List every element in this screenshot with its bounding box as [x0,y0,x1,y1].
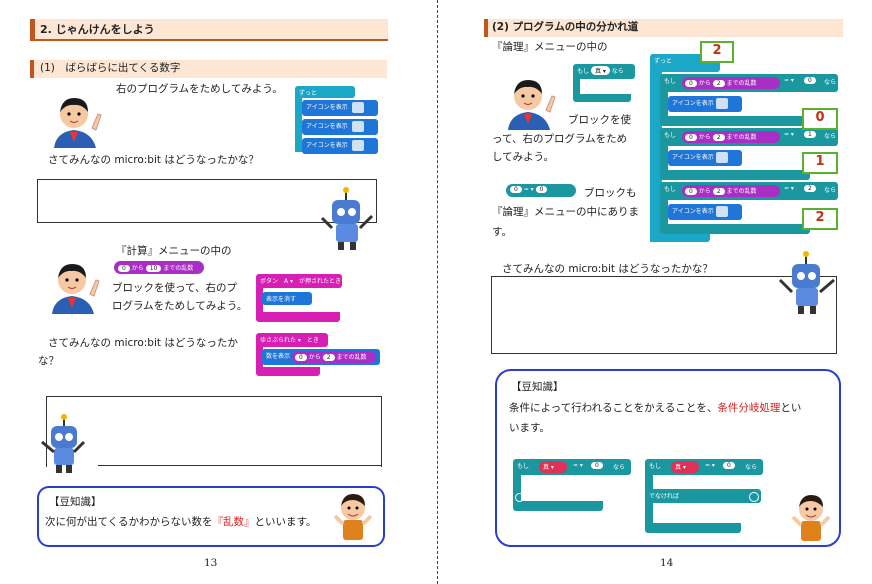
add-icon[interactable] [515,493,524,502]
tip-title-left: 【豆知識】 [49,496,102,508]
tip-box-right: 【豆知識】 条件によって行われることをかえることを、条件分岐処理とい います。 … [495,369,841,547]
shake-block: ゆさぶられた ▾ とき [256,333,328,347]
forever-block: ずっと [295,86,355,98]
program-shake: ゆさぶられた ▾ とき 数を表示 0 から 2 までの乱数 [256,333,380,377]
subsection-1-bar: (1) ばらばらに出てくる数字 [30,60,387,78]
use-line-2: って、右のプログラムをため [492,133,628,145]
random-block: 0 から 10 までの乱数 [114,261,204,274]
robot-illustration-2 [36,414,88,476]
clear-block: 表示を消す [262,292,312,305]
program-if-random: ずっと もし 0 から 2 までの乱数 = ▾ 0 なら アイコンを表示 もし … [650,54,840,244]
if-true-block: もし 真 ▾ なら [573,64,635,79]
page-number-13: 13 [204,557,218,569]
answer-box-3[interactable] [491,276,837,354]
subsection-2-title: (2) プログラムの中の分かれ道 [492,21,639,33]
teacher-illustration [46,92,110,148]
tip-box-left: 【豆知識】 次に何が出てくるかわからない数を『乱数』といいます。 [37,486,385,547]
also-line-1: ブロックも [584,187,637,199]
remove-icon[interactable] [749,492,759,502]
calc-line-3: ログラムをためしてみよう。 [112,300,248,312]
if-else-example: もし 真 ▾ = ▾ 0 なら でなければ [645,459,765,533]
show-icon-block-2: アイコンを表示 [302,119,378,135]
girl-illustration-2 [789,491,833,543]
teacher-illustration-2 [44,258,108,314]
show-icon-right-2: アイコンを表示 [668,150,742,166]
answer-box-1[interactable] [37,179,377,223]
question-3: さてみんなの micro:bit はどうなったかな？ [502,263,713,275]
if-block-sample: もし 真 ▾ なら [573,64,635,102]
show-icon-right-3: アイコンを表示 [668,204,742,220]
calc-line-1: 『計算』メニューの中の [116,245,232,257]
callout-2: 0 [802,108,838,130]
also-line-3: す。 [492,226,512,238]
question-2-line-1: さてみんなの micro:bit はどうなったか [48,337,238,349]
show-icon-block-3: アイコンを表示 [302,138,378,154]
answer-box-2[interactable] [46,396,382,467]
button-a-block: ボタン A ▾ が押されたとき [256,274,342,288]
subsection-1-title: (1) ばらばらに出てくる数字 [40,62,181,74]
section-title: 2. じゃんけんをしよう [40,23,155,36]
else-label: でなければ [645,489,761,503]
girl-illustration [331,490,375,542]
if-example: もし 真 ▾ = ▾ 0 なら [513,459,631,513]
subsection-2-bar: (2) プログラムの中の分かれ道 [484,19,843,37]
tip-text-left: 次に何が出てくるかわからない数を『乱数』といいます。 [45,516,317,528]
callout-1: 2 [700,41,734,63]
show-number-block: 数を表示 0 から 2 までの乱数 [262,349,380,365]
if-block-2: もし 0 から 2 までの乱数 = ▾ 1 なら [660,128,838,146]
if-block-3: もし 0 から 2 までの乱数 = ▾ 2 なら [660,182,838,200]
page-divider [437,0,438,584]
if-block-1: もし 0 から 2 までの乱数 = ▾ 0 なら [660,74,838,92]
tip-text-right-2: います。 [509,422,550,434]
calc-line-2: ブロックを使って、右のプ [112,282,237,294]
compare-block-sample: 0 = ▾ 0 [506,184,576,197]
tip-text-right-1: 条件によって行われることをかえることを、条件分岐処理とい [509,402,802,414]
teacher-illustration-3 [500,74,564,130]
show-icon-block-1: アイコンを表示 [302,100,378,116]
question-1: さてみんなの micro:bit はどうなったかな？ [48,154,259,166]
page-number-14: 14 [660,557,674,569]
use-line-3: してみよう。 [492,151,555,163]
sub1-text: 右のプログラムをためしてみよう。 [116,83,283,95]
question-2-line-2: な？ [38,355,59,367]
robot-illustration-3 [776,250,838,316]
show-icon-right-1: アイコンを表示 [668,96,742,112]
tip-title-right: 【豆知識】 [511,381,564,393]
section-title-bar: 2. じゃんけんをしよう [30,19,388,41]
logic-line: 『論理』メニューの中の [492,41,608,53]
robot-illustration [316,186,380,252]
also-line-2: 『論理』メニューの中にありま [492,206,639,218]
callout-3: 1 [802,152,838,174]
callout-4: 2 [802,208,838,230]
answer-box-2-bottom [98,465,381,466]
program-forever-icons: ずっと アイコンを表示 アイコンを表示 アイコンを表示 [295,86,379,158]
use-line-1: ブロックを使 [568,114,631,126]
program-button-a: ボタン A ▾ が押されたとき 表示を消す [256,274,346,324]
